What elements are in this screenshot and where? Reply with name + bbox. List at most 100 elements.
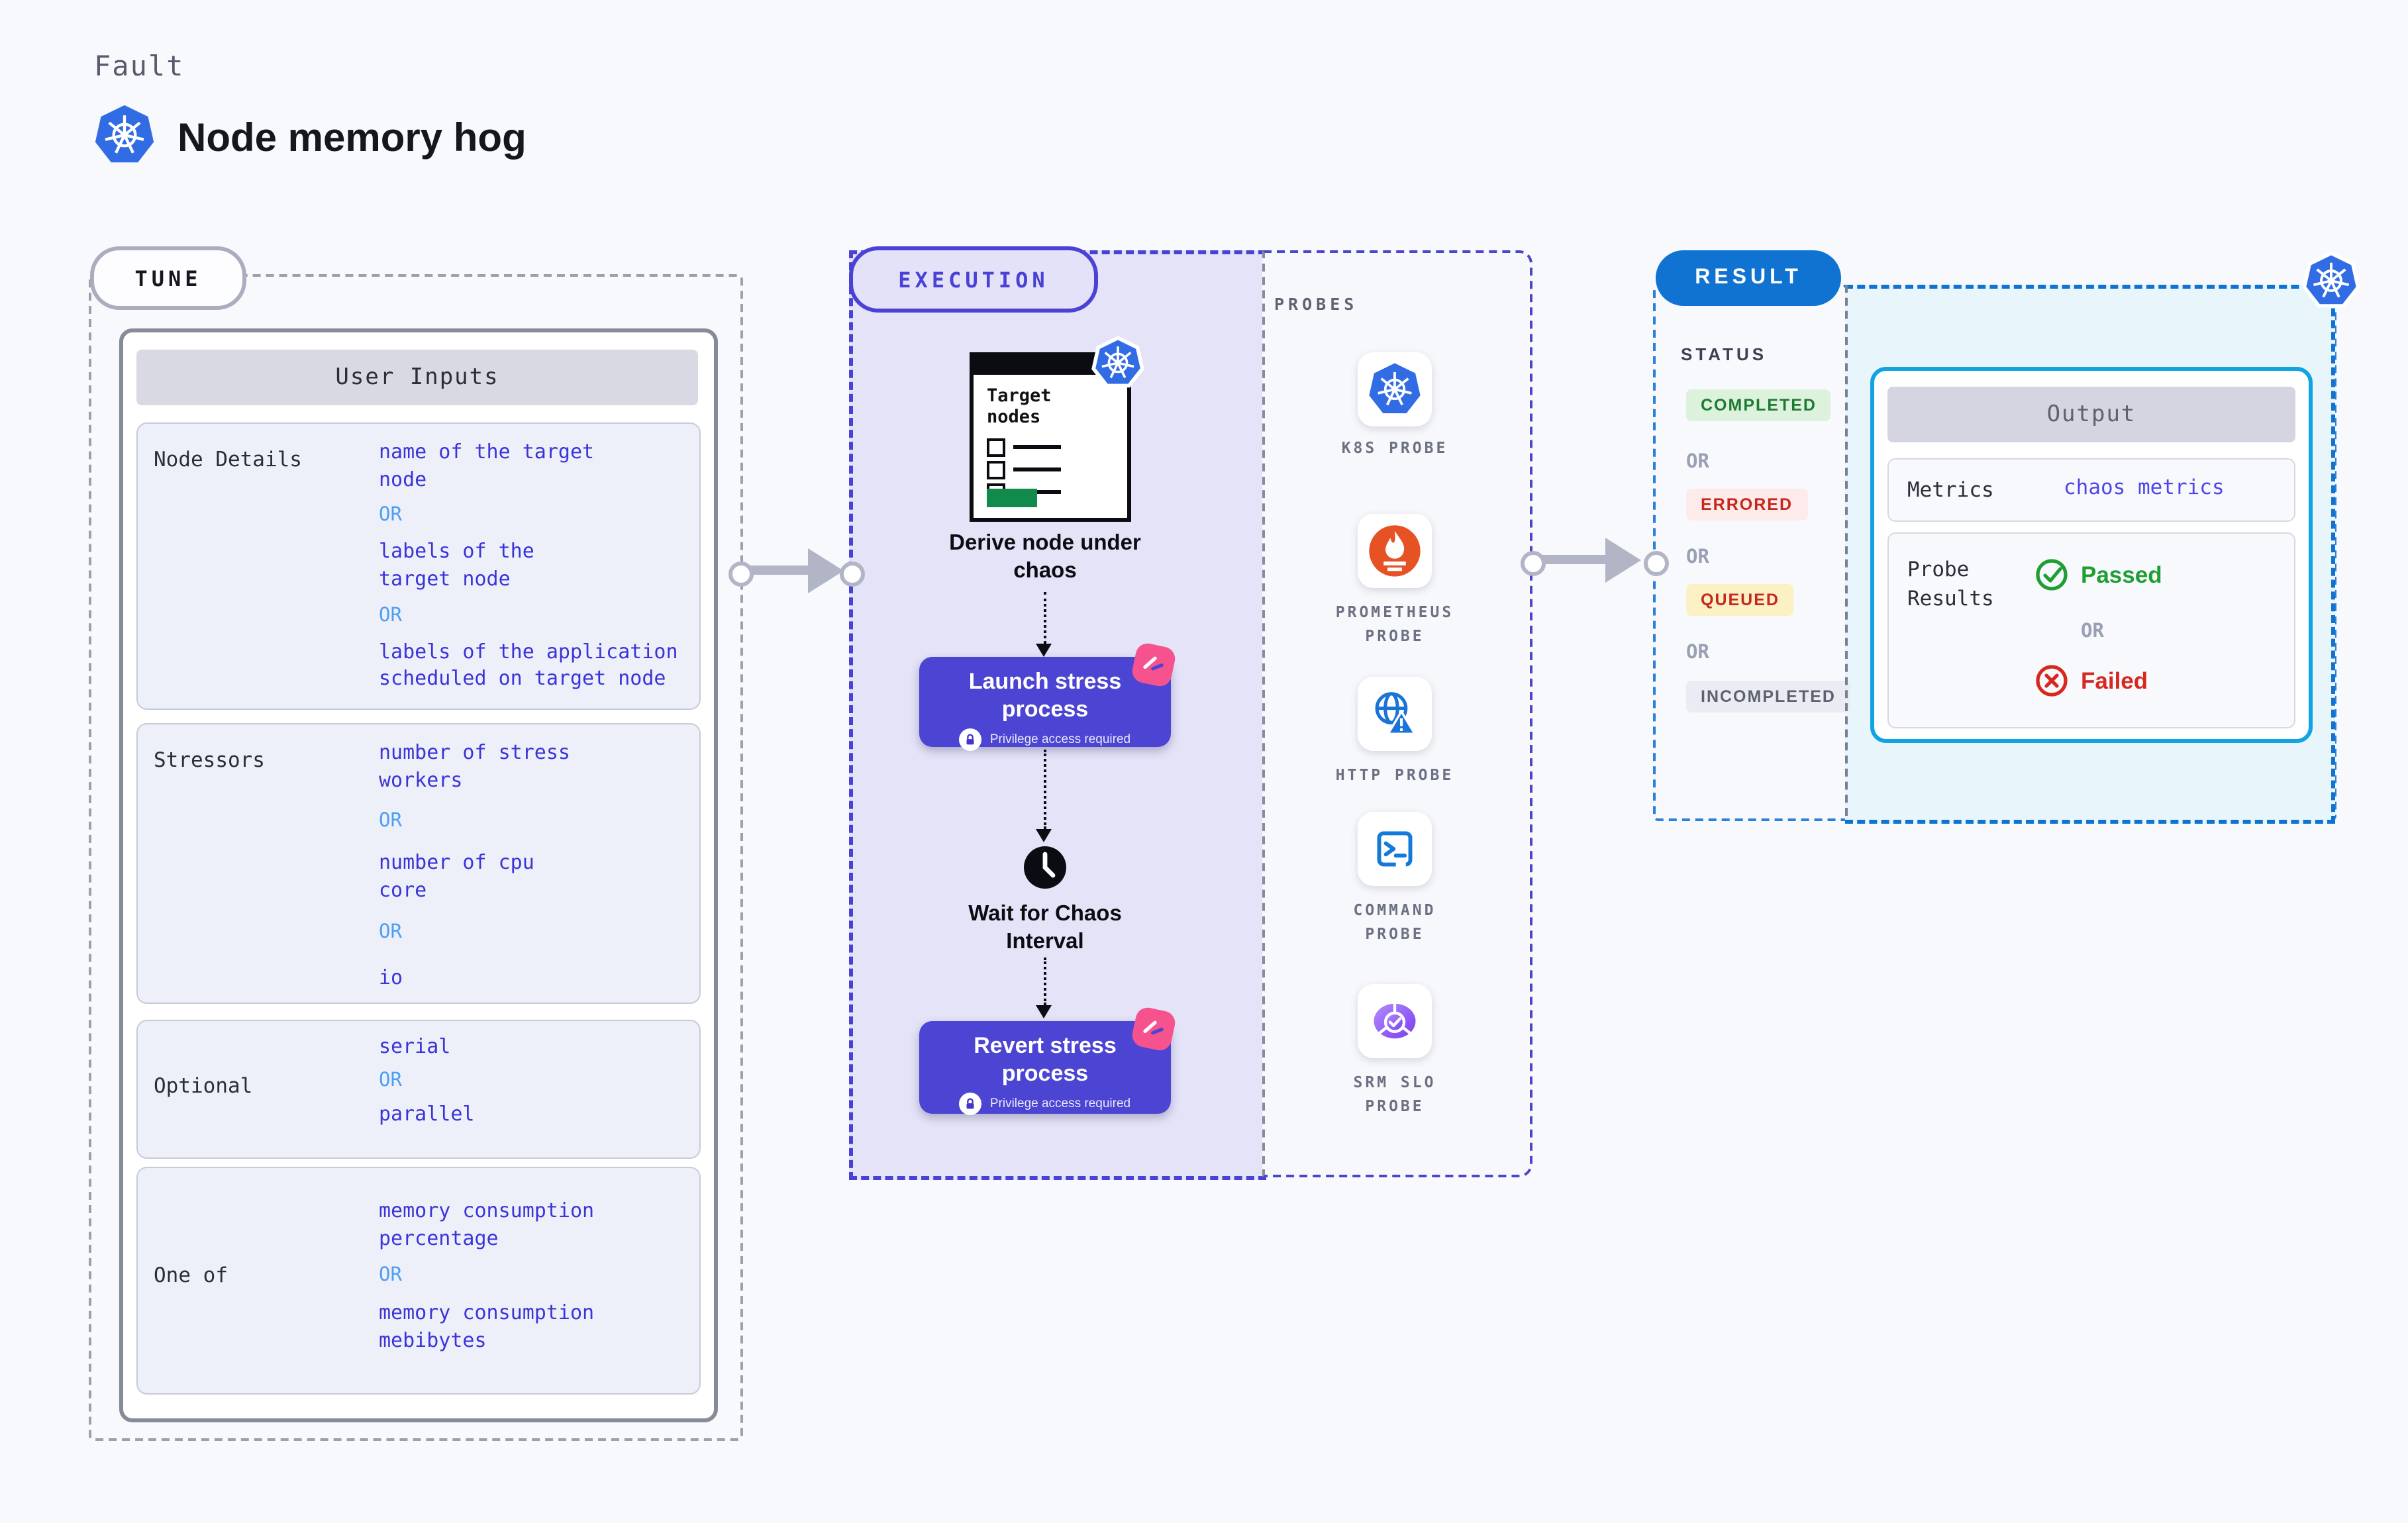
kubernetes-icon [1091,336,1144,388]
option-value: serial [379,1034,451,1058]
step-title: Revert stress process [974,1033,1117,1087]
execution-badge: EXECUTION [849,246,1098,313]
connector-end-ring [840,562,865,587]
or-separator: OR [379,605,402,626]
flow-arrowhead [1036,1005,1052,1018]
tune-badge: TUNE [90,246,246,310]
flow-arrowhead [1036,829,1052,842]
target-nodes-card: Target nodes [970,352,1131,522]
launch-stress-step: Launch stress process Privilege access r… [919,657,1171,750]
probe-label: HTTP PROBE [1335,765,1454,784]
checkbox-icon [987,438,1005,457]
status-badge-queued: QUEUED [1686,584,1794,616]
row-options: memory consumption percentage OR memory … [379,1197,694,1367]
option-value: name of the target node [379,440,595,491]
flow-connector [1044,592,1046,644]
globe-alert-icon [1375,692,1417,735]
srm-slo-probe-card [1358,984,1432,1058]
probe-label: PROMETHEUS PROBE [1335,603,1454,645]
or-separator: OR [2081,621,2104,642]
connector-end-ring [1644,551,1669,576]
connector-start-ring [728,562,754,587]
revert-stress-step: Revert stress process Privilege access r… [919,1021,1171,1114]
flow-connector [1044,750,1046,829]
output-header: Output [1887,387,2295,442]
list-line [1013,445,1061,448]
or-separator: OR [379,811,402,832]
kubernetes-icon [1369,363,1421,414]
or-separator: OR [1686,452,1709,473]
metrics-value: chaos metrics [2064,475,2225,499]
tune-section [89,274,743,1441]
fault-kicker: Fault [94,50,185,82]
row-options: name of the target node OR labels of the… [379,438,694,705]
probe-label: K8S PROBE [1341,438,1448,457]
option-value: memory consumption percentage [379,1199,595,1250]
or-separator: OR [1686,547,1709,568]
input-row-node-details: Node Details name of the target node OR … [136,422,701,710]
kubernetes-icon [95,105,154,163]
option-value: memory consumption mebibytes [379,1301,595,1353]
option-value: number of stress workers [379,740,570,792]
flow-arrowhead [1036,644,1052,657]
probe-results-row: Probe Results Passed OR Failed [1887,532,2295,728]
list-line [1013,490,1061,493]
clock-icon [1024,846,1066,889]
result-badge: RESULT [1656,250,1841,306]
metrics-row: Metrics chaos metrics [1887,458,2295,522]
command-probe-card [1358,812,1432,886]
input-row-stressors: Stressors number of stress workers OR nu… [136,723,701,1004]
step-derive-node: Derive node under chaos [949,531,1141,583]
kubernetes-icon [2302,252,2360,308]
privilege-note: Privilege access required [989,732,1131,746]
step-title: Launch stress process [968,669,1122,722]
result-divider [1845,285,1848,816]
prometheus-icon [1369,525,1421,577]
metrics-label: Metrics [1907,478,1994,502]
failed-row: Failed [2034,663,2148,698]
passed-label: Passed [2081,561,2162,587]
row-label: Optional [154,1074,253,1098]
slo-gauge-icon [1374,1003,1416,1039]
row-options: number of stress workers OR number of cp… [379,739,694,1003]
status-badge-errored: ERRORED [1686,489,1808,520]
user-inputs-header: User Inputs [136,350,698,405]
connector-arrowhead [1605,538,1641,583]
status-badge-incompleted: INCOMPLETED [1686,681,1850,712]
status-badge-completed: COMPLETED [1686,389,1831,421]
option-value: parallel [379,1101,475,1126]
connector-shaft [742,565,811,575]
prometheus-probe-card [1358,514,1432,588]
row-label: Node Details [154,448,302,471]
output-box: Output Metrics chaos metrics Probe Resul… [1870,367,2313,743]
option-value: io [379,965,403,989]
or-separator: OR [379,921,402,943]
or-separator: OR [379,1069,402,1091]
probe-label: SRM SLO PROBE [1353,1073,1436,1115]
x-circle-icon [2036,665,2068,697]
litmus-badge-icon [1130,641,1178,689]
checkbox-icon [987,461,1005,479]
lock-icon [959,728,982,750]
flow-connector [1044,958,1046,1005]
connector-arrowhead [808,548,844,593]
option-value: labels of the application scheduled on t… [379,639,678,691]
k8s-probe-card [1358,352,1432,426]
litmus-badge-icon [1130,1005,1178,1053]
terminal-icon [1377,831,1413,867]
connector-start-ring [1521,551,1546,576]
row-label: Stressors [154,748,265,772]
connector-shaft [1534,555,1605,564]
probe-label: COMMAND PROBE [1353,901,1436,943]
option-value: labels of the target node [379,539,534,591]
privilege-note: Privilege access required [989,1096,1131,1110]
status-title: STATUS [1681,344,1768,364]
lock-icon [959,1092,982,1114]
option-value: number of cpu core [379,850,534,903]
check-circle-icon [2036,559,2068,591]
input-row-optional: Optional serial OR parallel [136,1020,701,1159]
page-title: Node memory hog [177,117,527,160]
or-separator: OR [379,1265,402,1287]
or-separator: OR [379,505,402,526]
probe-results-label: Probe Results [1907,558,1994,611]
